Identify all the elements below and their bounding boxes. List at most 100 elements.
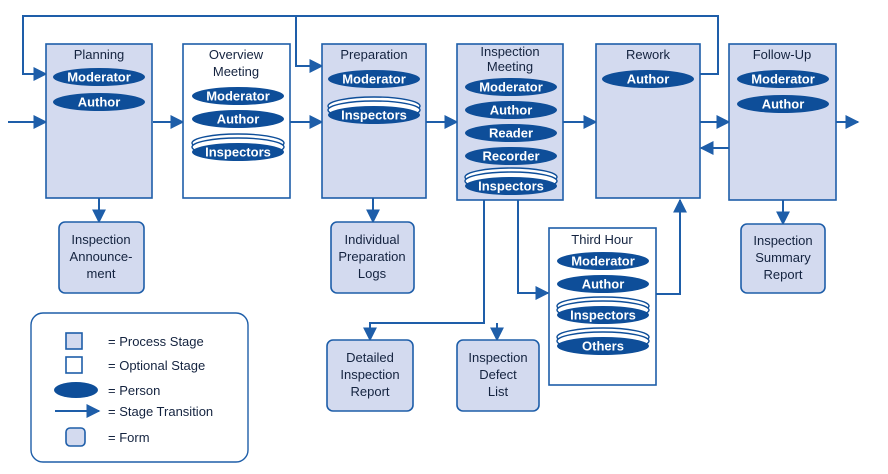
person-group-others	[556, 327, 650, 355]
form-label: Inspection	[753, 233, 812, 248]
form-box	[326, 339, 414, 412]
legend-process-stage-label: = Process Stage	[108, 334, 204, 349]
form-label: Announce-	[70, 249, 133, 264]
stage-title: Overview	[209, 47, 264, 62]
legend-transition-label: = Stage Transition	[108, 404, 213, 419]
stage-inspection-meeting: Inspection Meeting Moderator Author Read…	[456, 43, 564, 201]
person-label: Author	[582, 277, 625, 292]
stage-title: Third Hour	[571, 232, 633, 247]
person-label: Author	[627, 72, 670, 87]
person-label: Moderator	[342, 72, 406, 87]
person-label: Inspectors	[478, 179, 544, 194]
person-moderator	[557, 252, 649, 270]
person-label: Moderator	[571, 254, 635, 269]
arrow-inspection-third-hour	[517, 200, 550, 300]
stage-follow-up: Follow-Up Moderator Author	[728, 43, 837, 201]
stage-title: Meeting	[487, 59, 533, 74]
person-group-inspectors	[556, 296, 650, 324]
person-label: Author	[217, 112, 260, 127]
stage-title: Meeting	[213, 64, 259, 79]
legend-process-stage-swatch	[65, 332, 83, 350]
arrow-third-hour-rework	[656, 198, 687, 295]
person-label: Author	[78, 95, 121, 110]
stage-third-hour: Third Hour Moderator Author Inspectors O…	[548, 227, 657, 386]
legend-optional-stage-swatch	[65, 356, 83, 374]
person-author	[737, 95, 829, 113]
form-label: Defect	[479, 367, 517, 382]
form-inspection-summary-report: Inspection Summary Report	[740, 223, 826, 294]
person-label: Moderator	[206, 89, 270, 104]
form-label: Inspection	[71, 232, 130, 247]
legend-person-label: = Person	[108, 383, 160, 398]
person-label: Inspectors	[570, 308, 636, 323]
person-label: Moderator	[479, 80, 543, 95]
form-individual-preparation-logs: Individual Preparation Logs	[330, 221, 415, 294]
form-inspection-defect-list: Inspection Defect List	[456, 339, 540, 412]
person-moderator	[328, 70, 420, 88]
process-stage-box	[595, 43, 701, 199]
form-label: ment	[87, 266, 116, 281]
form-inspection-announcement: Inspection Announce- ment	[58, 221, 145, 294]
stage-title: Rework	[626, 47, 671, 62]
form-label: List	[488, 384, 509, 399]
person-label: Others	[582, 339, 624, 354]
legend: = Process Stage = Optional Stage = Perso…	[30, 312, 249, 463]
person-label: Author	[490, 103, 533, 118]
person-author	[53, 93, 145, 111]
legend-optional-stage-label: = Optional Stage	[108, 358, 205, 373]
legend-box	[30, 312, 249, 463]
form-label: Summary	[755, 250, 811, 265]
person-reader	[465, 124, 557, 142]
person-label: Reader	[489, 126, 533, 141]
person-moderator	[465, 78, 557, 96]
stage-title: Follow-Up	[753, 47, 812, 62]
stage-title: Planning	[74, 47, 125, 62]
person-author	[465, 101, 557, 119]
form-box	[58, 221, 145, 294]
arrow-rework-to-preparation	[295, 16, 324, 73]
form-box	[330, 221, 415, 294]
form-label: Detailed	[346, 350, 394, 365]
legend-form-label: = Form	[108, 430, 150, 445]
form-box	[456, 339, 540, 412]
stage-title: Preparation	[340, 47, 407, 62]
stage-title: Inspection	[480, 44, 539, 59]
person-group-inspectors	[464, 167, 558, 195]
form-label: Individual	[345, 232, 400, 247]
person-moderator	[192, 87, 284, 105]
person-moderator	[737, 70, 829, 88]
stage-planning: Planning Moderator Author	[45, 43, 153, 199]
person-author	[557, 275, 649, 293]
form-label: Report	[350, 384, 389, 399]
form-label: Logs	[358, 266, 387, 281]
legend-form-swatch	[65, 427, 86, 447]
person-label: Inspectors	[205, 145, 271, 160]
person-label: Moderator	[751, 72, 815, 87]
form-label: Inspection	[468, 350, 527, 365]
form-label: Inspection	[340, 367, 399, 382]
process-stage-box	[45, 43, 153, 199]
stage-rework: Rework Author	[595, 43, 701, 199]
form-label: Preparation	[338, 249, 405, 264]
person-group-inspectors	[191, 133, 285, 161]
arrow-inspection-detailed-report	[363, 200, 485, 342]
person-author	[602, 70, 694, 88]
form-box	[740, 223, 826, 294]
person-moderator	[53, 68, 145, 86]
stage-transitions	[8, 15, 860, 342]
person-author	[192, 110, 284, 128]
form-label: Report	[763, 267, 802, 282]
person-label: Author	[762, 97, 805, 112]
stage-preparation: Preparation Moderator Inspectors	[321, 43, 427, 199]
person-label: Recorder	[482, 149, 539, 164]
form-detailed-inspection-report: Detailed Inspection Report	[326, 339, 414, 412]
arrow-rework-to-planning	[22, 15, 719, 81]
stage-overview-meeting: Overview Meeting Moderator Author Inspec…	[182, 43, 291, 199]
process-stage-box	[728, 43, 837, 201]
person-group-inspectors	[327, 96, 421, 124]
person-recorder	[465, 147, 557, 165]
person-label: Inspectors	[341, 108, 407, 123]
legend-person-swatch	[54, 382, 98, 398]
person-label: Moderator	[67, 70, 131, 85]
